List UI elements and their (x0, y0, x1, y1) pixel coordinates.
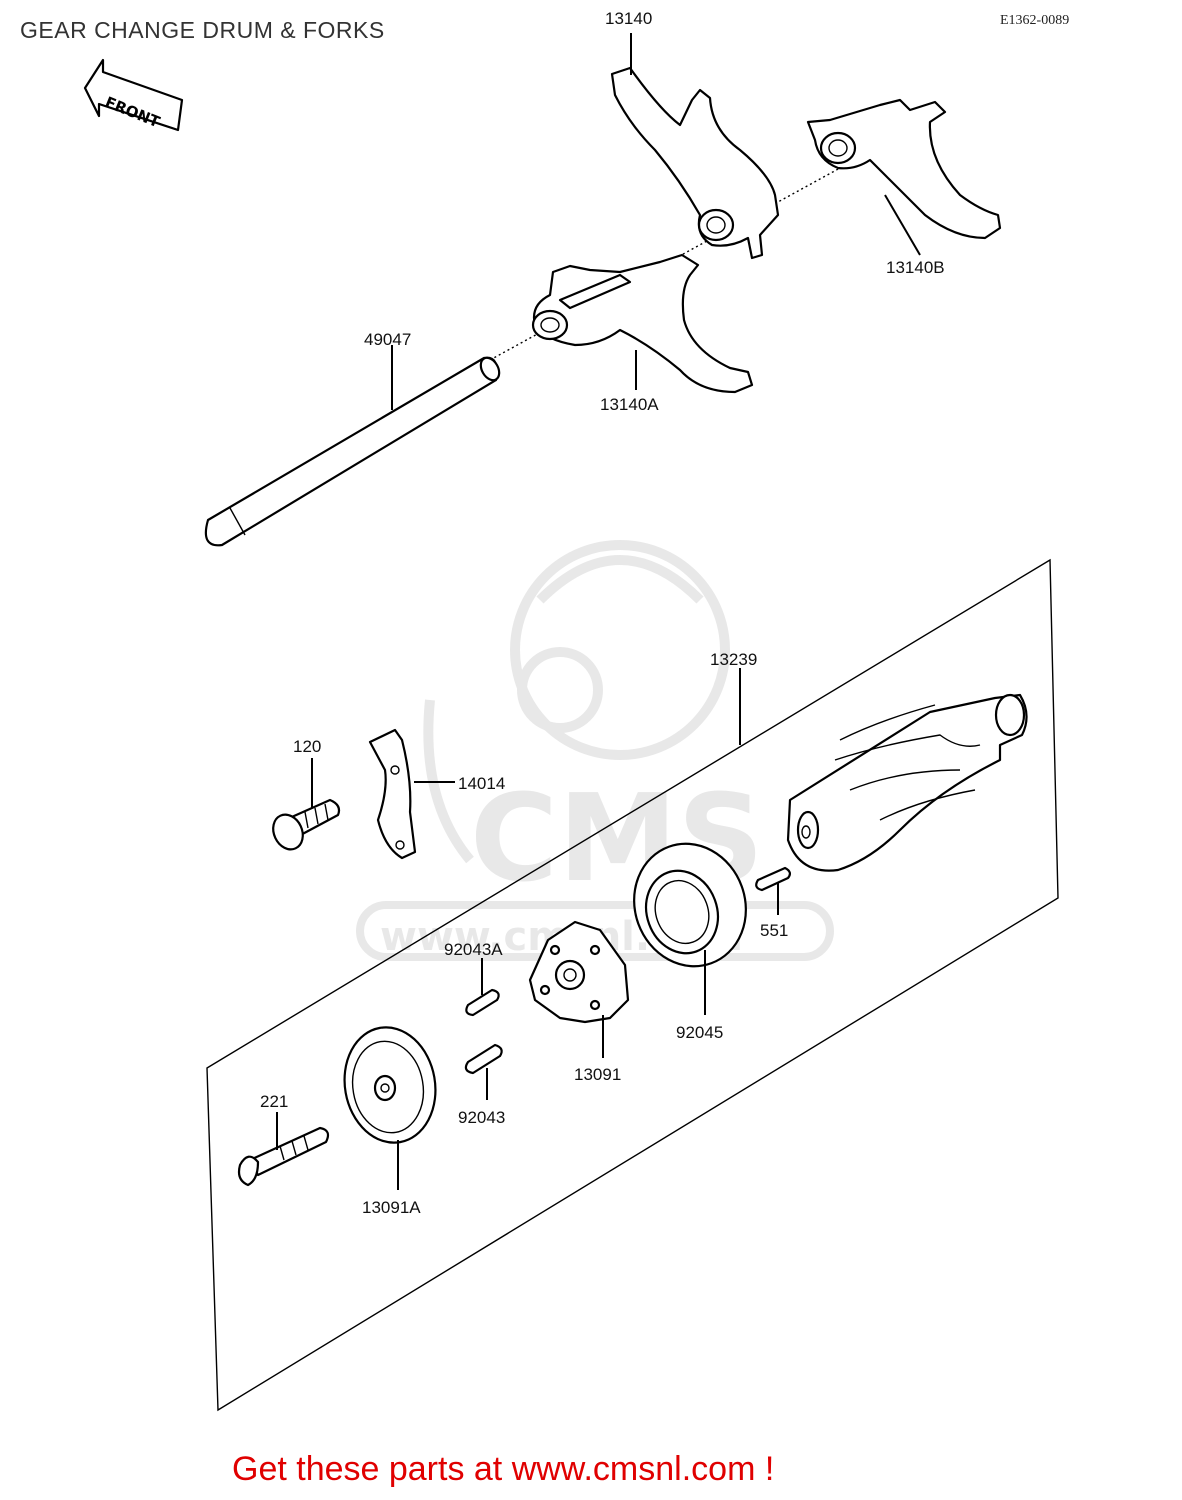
drum-assembly-outline (206, 558, 1059, 1412)
shift-fork-13140[interactable] (610, 66, 780, 260)
diagram-title: GEAR CHANGE DRUM & FORKS (20, 17, 385, 43)
label-221[interactable]: 221 (260, 1092, 288, 1111)
label-13091a[interactable]: 13091A (362, 1198, 421, 1217)
label-92045[interactable]: 92045 (676, 1023, 723, 1042)
bearing-92045[interactable] (617, 828, 763, 982)
drum-operating-plate-13091[interactable] (528, 920, 630, 1024)
label-13140a[interactable]: 13140A (600, 395, 659, 414)
label-13140b[interactable]: 13140B (886, 258, 945, 277)
cms-watermark: CMS www.cmsnl.com (356, 540, 834, 961)
label-13091[interactable]: 13091 (574, 1065, 621, 1084)
gear-change-drum-13239[interactable] (786, 693, 1028, 872)
leader-13140b (884, 194, 921, 256)
front-direction-arrow: FRONT (83, 58, 184, 131)
label-92043[interactable]: 92043 (458, 1108, 505, 1127)
label-92043a[interactable]: 92043A (444, 940, 503, 959)
label-120[interactable]: 120 (293, 737, 321, 756)
pin-551[interactable] (755, 866, 792, 892)
shift-fork-13140b[interactable] (806, 98, 1002, 240)
screw-221[interactable] (237, 1126, 330, 1187)
bolt-120[interactable] (268, 798, 341, 854)
shift-shaft-49047[interactable] (204, 355, 503, 547)
positioning-plate-14014[interactable] (368, 728, 417, 860)
label-49047[interactable]: 49047 (364, 330, 411, 349)
cam-plate-13091a[interactable] (336, 1020, 445, 1150)
label-14014[interactable]: 14014 (458, 774, 505, 793)
label-551[interactable]: 551 (760, 921, 788, 940)
label-13140[interactable]: 13140 (605, 9, 652, 28)
shift-fork-13140a[interactable] (531, 253, 754, 394)
pin-92043a[interactable] (465, 988, 500, 1017)
pin-92043[interactable] (464, 1043, 503, 1075)
label-13239[interactable]: 13239 (710, 650, 757, 669)
drawing-code: E1362-0089 (1000, 13, 1069, 28)
get-parts-link[interactable]: Get these parts at www.cmsnl.com ! (232, 1450, 774, 1488)
